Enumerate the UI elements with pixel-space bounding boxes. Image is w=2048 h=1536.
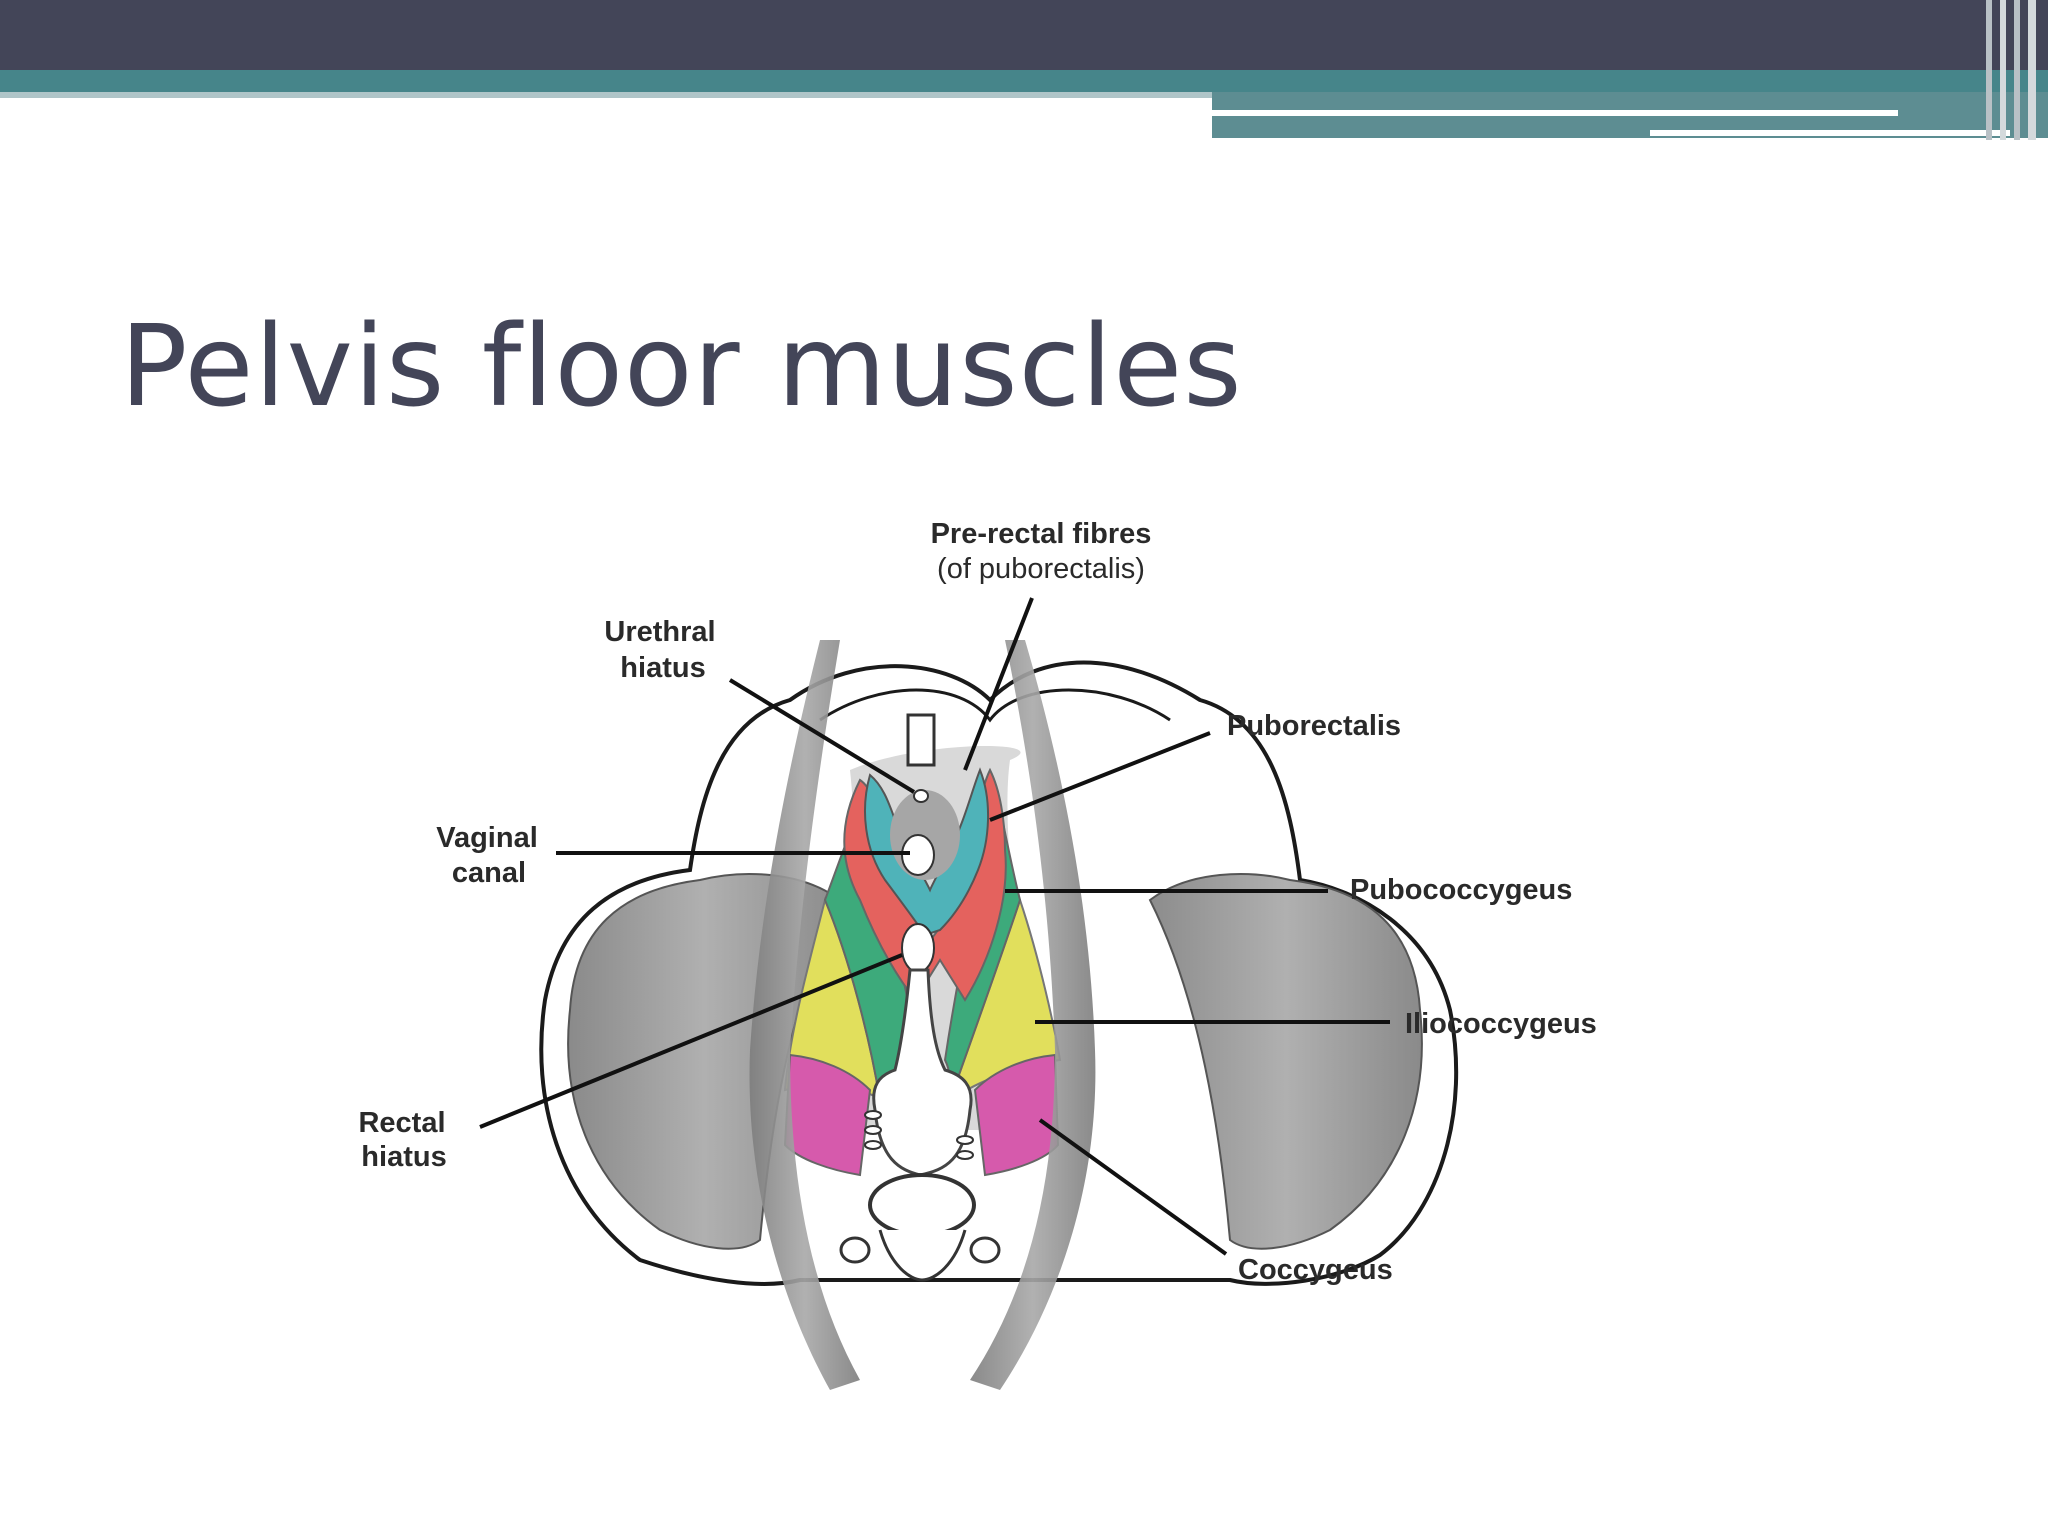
label-prerectal-line1: Pre-rectal fibres [931,518,1152,550]
leader-coccygeus [1038,1118,1228,1256]
label-coccygeus: Coccygeus [1238,1254,1393,1286]
label-prerectal-line2: (of puborectalis) [937,553,1145,585]
label-iliococcygeus: Iliococcygeus [1405,1008,1597,1040]
leader-rectal [479,953,903,1129]
pubic-symphysis [906,713,936,767]
label-vaginal-line1: Vaginal [436,822,538,854]
label-urethral-line2: hiatus [620,652,705,684]
left-muscle-band [749,640,860,1390]
sacrum [868,1173,976,1237]
leader-urethral [728,678,916,794]
label-puborectalis: Puborectalis [1227,710,1401,742]
label-rectal-line2: hiatus [361,1141,446,1173]
label-rectal-line1: Rectal [358,1107,445,1139]
right-muscle-band [970,640,1096,1390]
right-obturator-muscle [1148,873,1423,1250]
leader-prerectal [963,597,1034,771]
slide-header-banner [0,0,2048,140]
slide-title: Pelvis floor muscles [120,302,1243,432]
leader-puborectalis [989,731,1211,822]
label-urethral-line1: Urethral [604,616,715,648]
coccygeus-right [973,1053,1060,1177]
label-pubococcygeus: Pubococcygeus [1350,874,1572,906]
rectal-hiatus-opening [901,923,935,973]
label-vaginal-line2: canal [452,857,526,889]
urethral-hiatus-opening [913,789,929,803]
coccygeus-left [783,1053,872,1177]
